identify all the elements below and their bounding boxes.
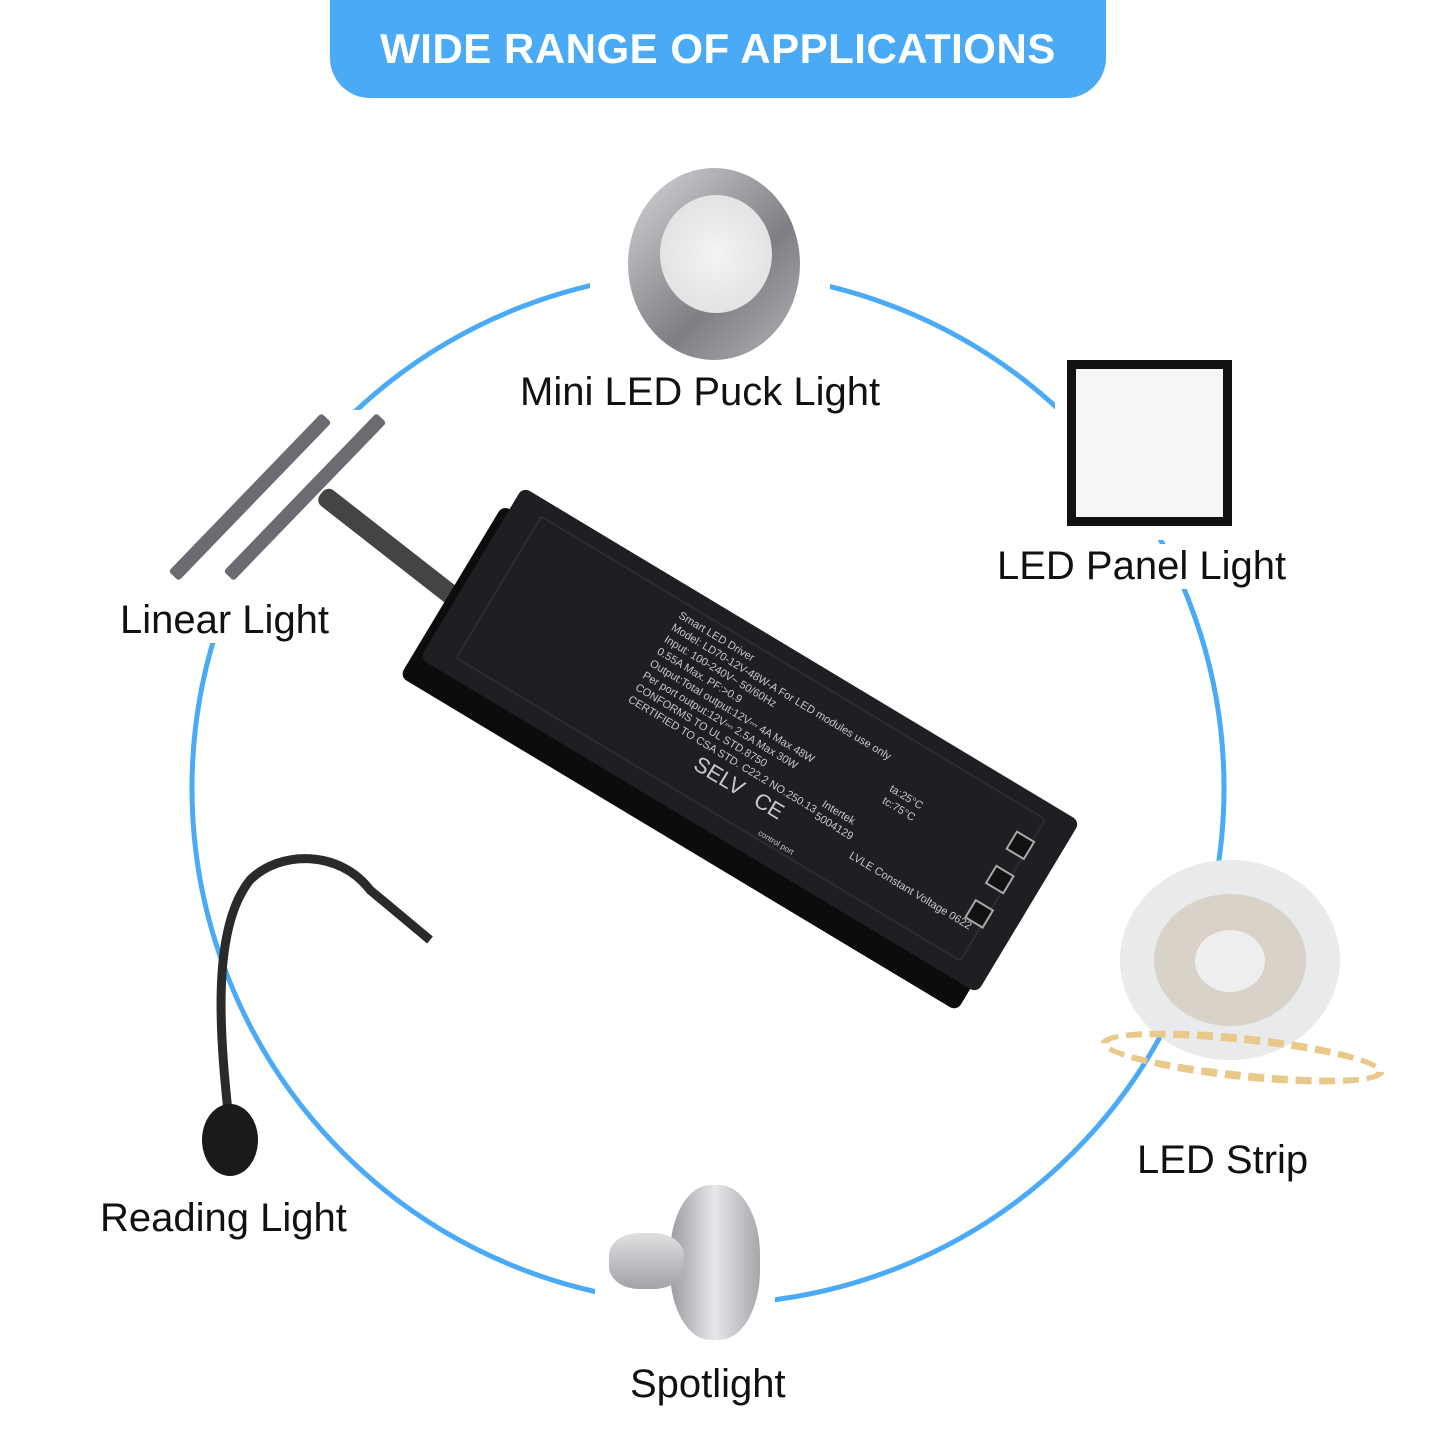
reading-light-icon [202, 854, 433, 1176]
label-linear-light: Linear Light [116, 598, 334, 643]
panel-light-icon [1055, 348, 1245, 540]
label-panel-light: LED Panel Light [993, 544, 1291, 589]
puck-light-icon [590, 150, 830, 375]
label-reading-light: Reading Light [96, 1196, 351, 1241]
label-led-strip: LED Strip [1133, 1138, 1313, 1183]
spotlight-icon [595, 1175, 775, 1355]
header-banner: WIDE RANGE OF APPLICATIONS [330, 0, 1106, 98]
label-spotlight: Spotlight [626, 1362, 790, 1407]
label-puck-light: Mini LED Puck Light [516, 370, 885, 415]
led-strip-icon [1098, 860, 1390, 1110]
linear-light-icon [140, 410, 410, 600]
page-title: WIDE RANGE OF APPLICATIONS [380, 25, 1056, 72]
